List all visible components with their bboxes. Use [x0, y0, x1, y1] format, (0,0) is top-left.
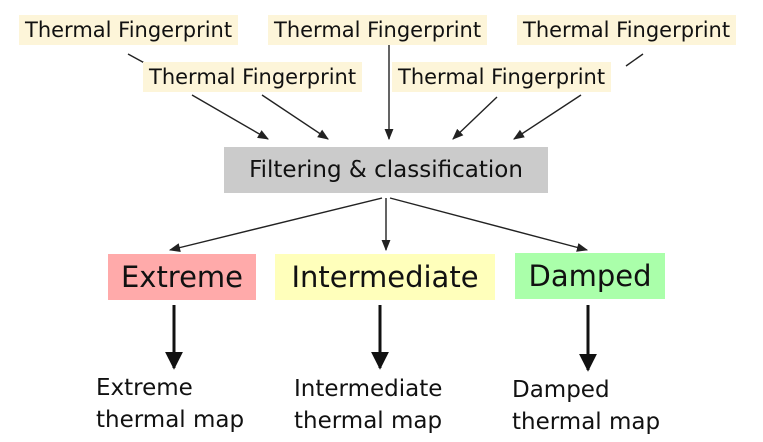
- input-thermal-fingerprint-3: Thermal Fingerprint: [517, 15, 737, 45]
- input-arrow: [513, 94, 582, 140]
- input-thermal-fingerprint-5: Thermal Fingerprint: [392, 62, 612, 92]
- input-label: Thermal Fingerprint: [398, 65, 606, 89]
- input-label: Thermal Fingerprint: [149, 65, 357, 89]
- output-damped-thermal-map: Damped thermal map: [512, 374, 660, 438]
- category-damped: Damped: [515, 253, 665, 299]
- output-line1: Extreme: [96, 375, 193, 401]
- input-label: Thermal Fingerprint: [523, 18, 731, 42]
- input-thermal-fingerprint-4: Thermal Fingerprint: [143, 62, 363, 92]
- branch-arrow: [389, 197, 589, 252]
- output-line2: thermal map: [96, 407, 245, 433]
- input-thermal-fingerprint-1: Thermal Fingerprint: [19, 15, 239, 45]
- category-extreme: Extreme: [108, 254, 256, 300]
- branch-arrow: [168, 197, 383, 252]
- connector-line: [625, 53, 644, 67]
- output-line1: Intermediate: [294, 376, 443, 402]
- input-arrow: [261, 94, 329, 140]
- input-arrow: [452, 96, 498, 140]
- output-extreme-thermal-map: Extreme thermal map: [96, 372, 244, 436]
- category-label: Intermediate: [291, 260, 479, 294]
- category-intermediate: Intermediate: [275, 254, 495, 300]
- process-label: Filtering & classification: [249, 157, 523, 183]
- category-label: Extreme: [120, 260, 244, 294]
- input-arrow: [191, 94, 269, 140]
- category-label: Damped: [528, 259, 652, 293]
- input-label: Thermal Fingerprint: [274, 18, 482, 42]
- input-label: Thermal Fingerprint: [25, 18, 233, 42]
- filtering-classification-box: Filtering & classification: [224, 147, 548, 193]
- output-line2: thermal map: [512, 409, 661, 435]
- input-thermal-fingerprint-2: Thermal Fingerprint: [268, 15, 488, 45]
- output-intermediate-thermal-map: Intermediate thermal map: [294, 373, 442, 437]
- output-line2: thermal map: [294, 408, 443, 434]
- output-line1: Damped: [512, 377, 610, 403]
